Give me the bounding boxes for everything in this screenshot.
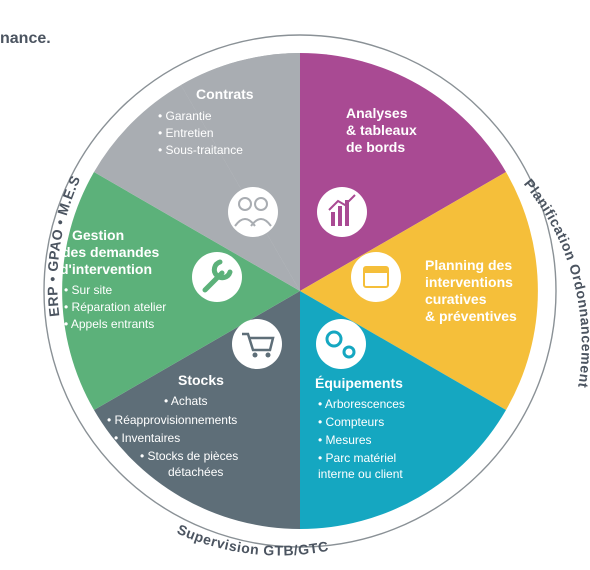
analyses-title-line-1: Analyses: [346, 105, 408, 121]
stocks-item-3: • Inventaires: [114, 431, 180, 445]
gestion-item-2: • Réparation atelier: [64, 300, 166, 314]
equipements-item-1: • Arborescences: [318, 397, 405, 411]
stocks-item-2: • Réapprovisionnements: [107, 413, 237, 427]
chart-icon: [317, 187, 367, 237]
gestion-title-line-2: des demandes: [62, 244, 159, 260]
gestion-item-1: • Sur site: [64, 283, 113, 297]
cart-icon: [232, 319, 282, 369]
gestion-item-3: • Appels entrants: [64, 317, 154, 331]
stocks-title: Stocks: [178, 372, 224, 388]
analyses-title-line-2: & tableaux: [346, 122, 417, 138]
stocks-item-4: • Stocks de pièces: [140, 449, 238, 463]
people-icon: [228, 187, 278, 237]
equipements-item-4: • Parc matériel: [318, 451, 396, 465]
contrats-title: Contrats: [196, 86, 254, 102]
equipements-item-5: interne ou client: [318, 467, 403, 481]
planning-title-line-4: & préventives: [425, 308, 517, 324]
gestion-title-line-3: d'intervention: [60, 261, 152, 277]
stocks-item-1: • Achats: [164, 394, 208, 408]
wrench-icon: [192, 252, 242, 302]
contrats-item-3: • Sous-traitance: [158, 143, 243, 157]
contrats-item-1: • Garantie: [158, 109, 212, 123]
segment-gestion: [62, 172, 300, 410]
planning-title-line-2: interventions: [425, 274, 513, 290]
calendar-icon: [351, 252, 401, 302]
equipements-item-2: • Compteurs: [318, 415, 384, 429]
header-fragment: nance.: [0, 30, 51, 47]
contrats-item-2: • Entretien: [158, 126, 214, 140]
segment-contrats-upper: [181, 53, 300, 291]
outer-ring: [43, 34, 557, 548]
gestion-title-line-1: Gestion: [72, 227, 124, 243]
equipements-title: Équipements: [315, 375, 403, 391]
stocks-item-5: détachées: [168, 465, 223, 479]
planning-title-line-3: curatives: [425, 291, 487, 307]
segment-contrats-left: [94, 85, 300, 291]
gears-icon: [316, 319, 366, 369]
analyses-title-line-3: de bords: [346, 139, 405, 155]
planning-title-line-1: Planning des: [425, 257, 512, 273]
segment-planning: [300, 172, 538, 410]
equipements-item-3: • Mesures: [318, 433, 372, 447]
